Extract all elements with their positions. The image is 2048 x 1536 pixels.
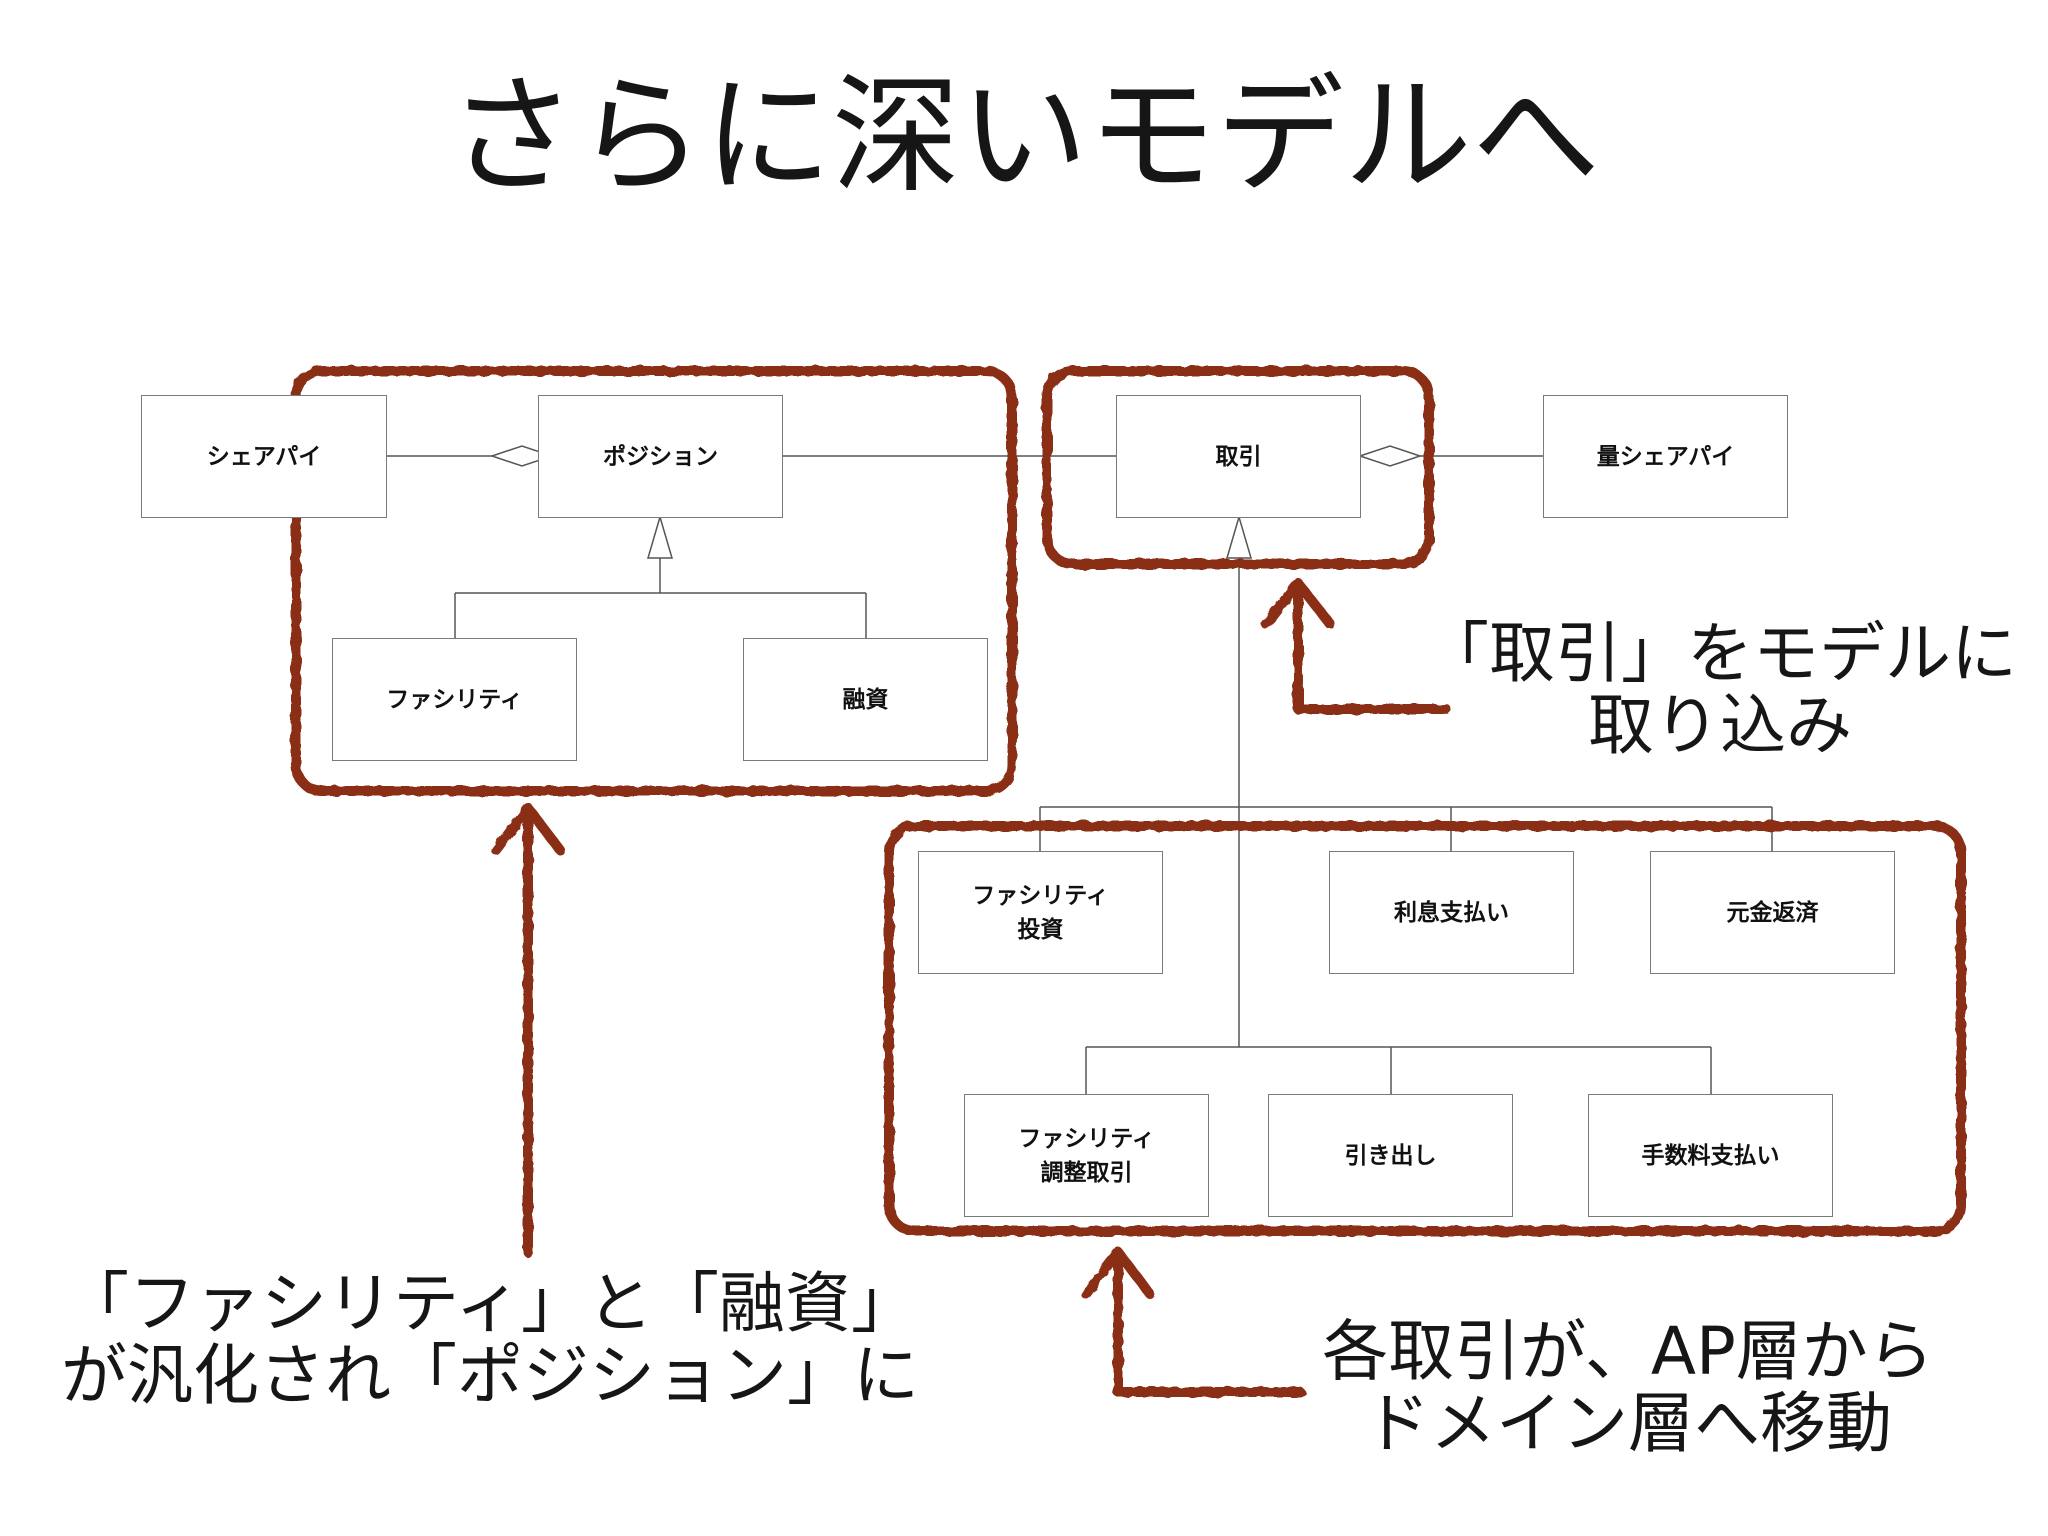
annotation-generalized-position: 「ファシリティ」と「融資」 が汎化され「ポジション」に [61,1265,919,1414]
hand-drawn-highlights [291,366,1966,1397]
generalization-triangle-transaction [1225,514,1253,559]
arrowhead-position [491,803,565,855]
highlight-box-transaction [1042,366,1434,569]
slide-title: さらに深いモデルへ [447,62,1600,211]
class-box-transaction: 取引 [1116,395,1361,518]
class-box-facility: ファシリティ [332,638,577,761]
class-box-withdrawal: 引き出し [1268,1094,1513,1217]
class-box-share-pie: シェアパイ [141,395,387,518]
annotation-moved-to-domain: 各取引が、AP層から ドメイン層へ移動 [1322,1313,1934,1462]
class-box-facility-adjustment: ファシリティ 調整取引 [964,1094,1209,1217]
aggregation-diamond-transaction [1357,445,1423,467]
class-box-fee-payment: 手数料支払い [1588,1094,1833,1217]
class-box-principal-repayment: 元金返済 [1650,851,1895,974]
class-box-position: ポジション [538,395,783,518]
class-box-interest-payment: 利息支払い [1329,851,1574,974]
class-box-amount-share-pie: 量シェアパイ [1543,395,1788,518]
class-box-loan: 融資 [743,638,988,761]
arrow-shaft-subclasses [1113,1251,1305,1397]
arrow-shaft-transaction [1293,583,1451,714]
arrowhead-subclasses [1081,1247,1155,1299]
highlight-box-position-group [291,366,1017,796]
highlight-box-transaction-subclasses [884,821,1966,1236]
class-box-facility-investment: ファシリティ 投資 [918,851,1163,974]
arrowhead-transaction [1261,578,1335,629]
annotation-transaction-into-model: 「取引」をモデルに 取り込み [1423,615,2017,764]
generalization-triangle-position [646,514,674,559]
uml-connectors [386,445,1773,1095]
